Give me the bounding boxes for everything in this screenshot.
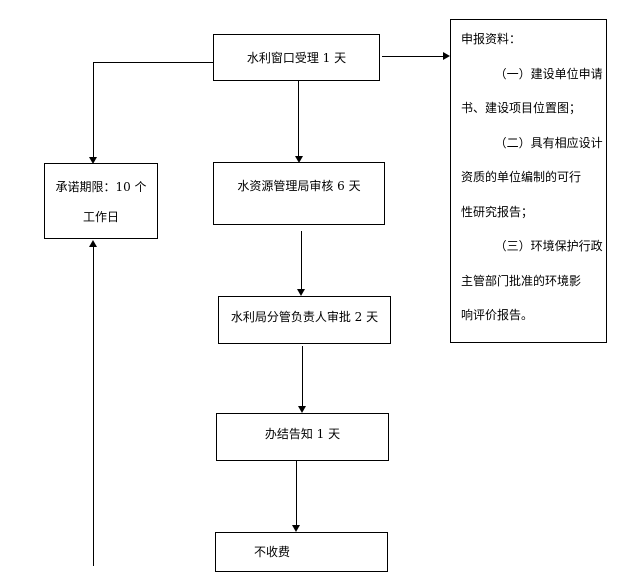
- step-review-label: 水资源管理局审核 6 天: [237, 179, 361, 193]
- materials-line: 资质的单位编制的可行: [461, 170, 582, 184]
- step-accept-box: 水利窗口受理 1 天: [213, 34, 380, 81]
- arrow-down-icon: [292, 525, 300, 532]
- arrow-down-icon: [298, 406, 306, 413]
- arrow-down-icon: [295, 156, 303, 163]
- promise-line-1: 承诺期限：10 个: [55, 180, 147, 194]
- promise-box: 承诺期限：10 个 工作日: [44, 163, 158, 239]
- arrow-down-icon: [89, 157, 97, 164]
- step-review-box: 水资源管理局审核 6 天: [213, 162, 385, 225]
- connector-notify-fee: [296, 461, 297, 526]
- step-approve-box: 水利局分管负责人审批 2 天: [218, 296, 391, 344]
- connector-accept-promise-h: [93, 62, 213, 63]
- materials-line: （二）具有相应设计: [494, 135, 603, 150]
- materials-line: （三）环境保护行政: [494, 239, 603, 253]
- materials-box: 申报资料： （一）建设单位申请 书、建设项目位置图； （二）具有相应设计 资质的…: [450, 19, 607, 343]
- step-notify-box: 办结告知 1 天: [216, 413, 389, 461]
- step-fee-box: 不收费: [215, 532, 388, 572]
- connector-review-approve: [301, 231, 302, 291]
- arrow-up-icon: [89, 240, 97, 247]
- materials-line: （一）建设单位申请: [494, 66, 603, 81]
- step-approve-label: 水利局分管负责人审批 2 天: [230, 309, 379, 324]
- materials-title: 申报资料：: [461, 32, 522, 46]
- connector-approve-notify: [302, 346, 303, 408]
- connector-accept-materials: [382, 56, 444, 57]
- step-fee-label: 不收费: [254, 545, 291, 559]
- step-notify-label: 办结告知 1 天: [264, 426, 341, 441]
- materials-line: 主管部门批准的环境影: [461, 273, 582, 288]
- materials-line: 响评价报告。: [461, 308, 534, 322]
- step-accept-label: 水利窗口受理 1 天: [246, 51, 347, 65]
- arrow-down-icon: [297, 289, 305, 296]
- arrow-right-icon: [443, 52, 450, 60]
- materials-line: 性研究报告；: [461, 204, 534, 219]
- connector-return-promise: [93, 246, 94, 566]
- connector-accept-promise-v: [93, 62, 94, 157]
- connector-accept-review: [298, 81, 299, 157]
- promise-line-2: 工作日: [82, 210, 119, 224]
- materials-line: 书、建设项目位置图；: [461, 101, 582, 115]
